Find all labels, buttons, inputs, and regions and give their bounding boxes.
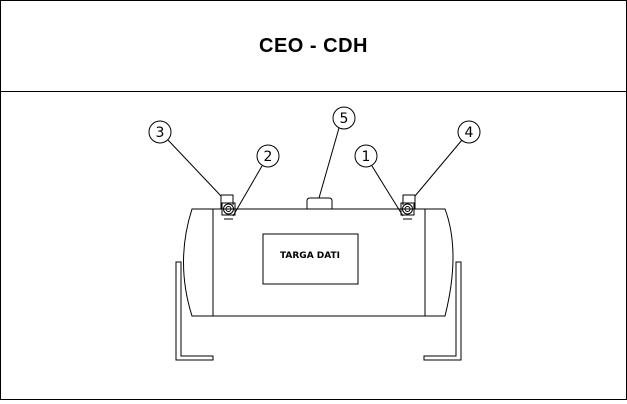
callout-1-label: 1 bbox=[362, 149, 371, 165]
callout-2-label: 2 bbox=[264, 149, 273, 165]
port-1-fitting bbox=[400, 202, 415, 220]
tank-body bbox=[183, 208, 454, 317]
port-5 bbox=[306, 197, 333, 209]
callout-4-label: 4 bbox=[465, 125, 474, 141]
data-plate-label: TARGA DATI bbox=[280, 251, 340, 261]
callout-5-label: 5 bbox=[340, 111, 349, 127]
callout-3-label: 3 bbox=[156, 125, 165, 141]
callout-4-circle bbox=[457, 120, 481, 144]
port-3-bracket bbox=[221, 194, 234, 205]
technical-drawing: 3 2 5 1 4 TARGA DATI bbox=[1, 92, 626, 399]
leader-3 bbox=[167, 139, 222, 197]
page-title: CEO - CDH bbox=[259, 34, 368, 57]
leader-4 bbox=[414, 139, 463, 197]
leader-5 bbox=[318, 127, 340, 199]
support-foot-left bbox=[175, 261, 214, 361]
tank-drawing: 3 2 5 1 4 TARGA DATI bbox=[148, 106, 481, 361]
leader-2 bbox=[232, 165, 263, 217]
callout-5-circle bbox=[332, 106, 356, 130]
callout-1-circle bbox=[354, 144, 378, 168]
callout-2-circle bbox=[256, 144, 280, 168]
port-2-fitting bbox=[221, 202, 236, 220]
support-foot-right bbox=[423, 261, 462, 361]
leader-1 bbox=[371, 165, 404, 217]
port-4-bracket bbox=[402, 194, 415, 205]
data-plate bbox=[262, 233, 359, 285]
callout-3-circle bbox=[148, 120, 172, 144]
title-block: CEO - CDH bbox=[1, 1, 626, 92]
